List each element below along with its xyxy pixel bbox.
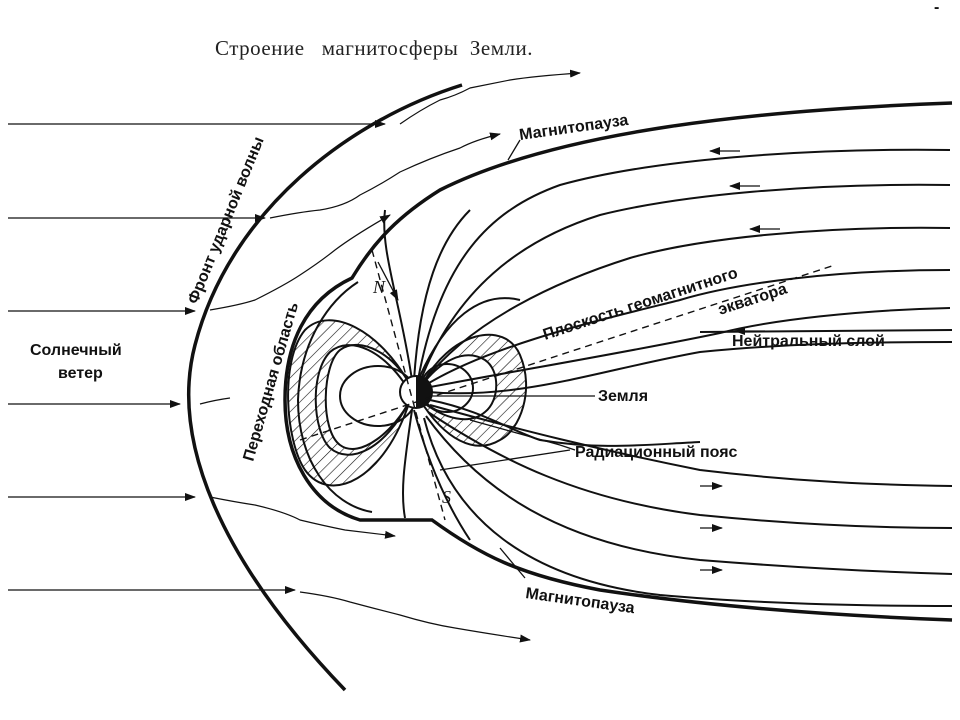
earth: [399, 375, 433, 409]
equator-plane-label-line2: экватора: [716, 281, 789, 319]
north-pole-label: N: [372, 277, 386, 297]
deflected-flow-lines: [199, 69, 581, 643]
corner-mark: -: [934, 0, 939, 16]
dipole-axis: [371, 249, 446, 521]
solar-wind-label-line1: Солнечный: [30, 342, 122, 359]
label-leaders: [432, 139, 595, 579]
tail-arrows-upper: [709, 147, 780, 233]
radiation-belt-left: [287, 319, 411, 487]
geomagnetic-equator-plane: [299, 264, 836, 441]
neutral-layer-label: Нейтральный слой: [732, 333, 885, 350]
radiation-belt-right: [419, 333, 528, 447]
shock-front: [187, 83, 463, 692]
magnetopause-label-top: Магнитопауза: [518, 112, 629, 144]
south-pole-label: S: [442, 487, 451, 507]
diagram-title: Строение магнитосферы Земли.: [215, 36, 533, 60]
magnetopause-label-bottom: Магнитопауза: [524, 585, 635, 617]
earth-label: Земля: [598, 388, 648, 405]
solar-wind-arrows: [8, 120, 386, 594]
shock-front-label: Фронт ударной волны: [185, 134, 268, 306]
radiation-belt-label: Радиационный пояс: [575, 444, 738, 461]
magnetopause: [283, 101, 953, 622]
dayside-field-lines: [383, 209, 471, 541]
tail-arrows-lower: [700, 482, 723, 574]
solar-wind-label-line2: ветер: [58, 365, 103, 382]
